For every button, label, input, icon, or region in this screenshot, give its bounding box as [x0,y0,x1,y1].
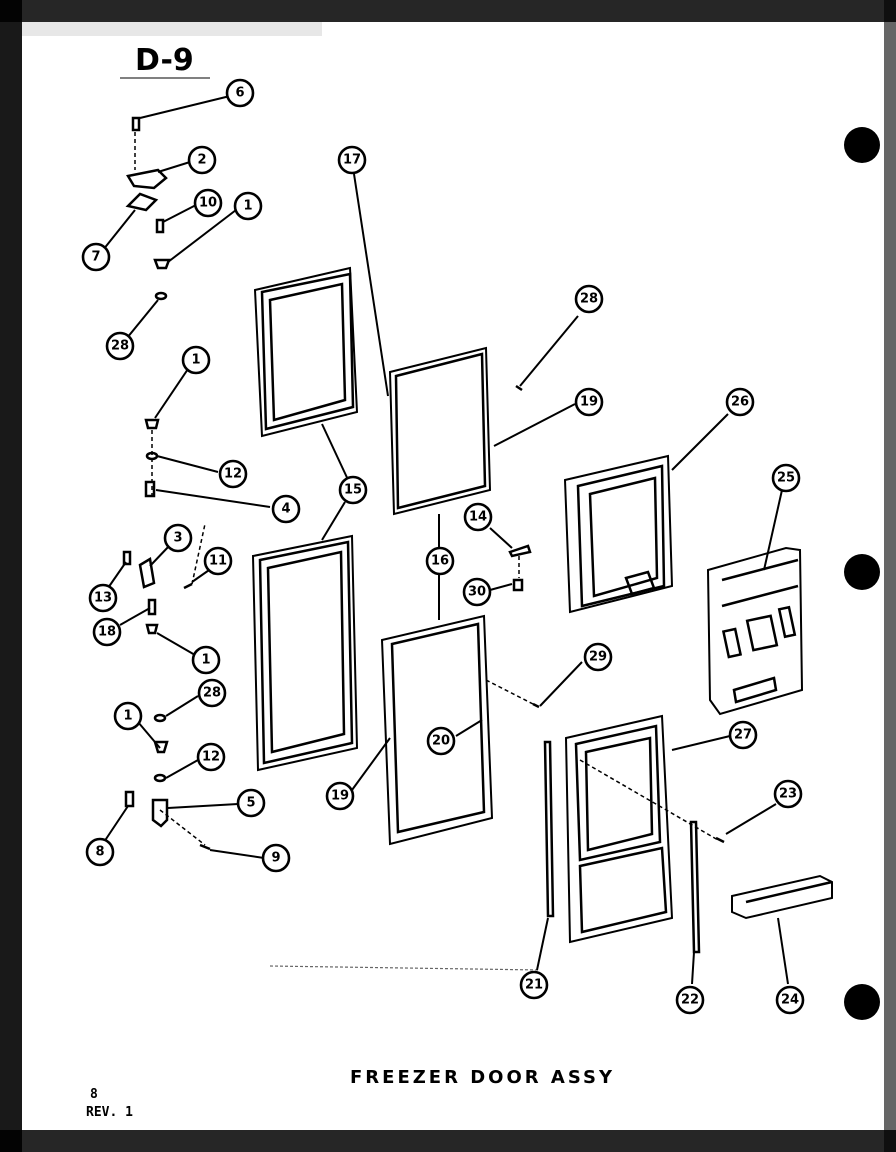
svg-text:23: 23 [779,787,797,802]
callout-13: 13 [88,583,118,613]
callout-9: 9 [261,843,291,873]
lower-door-frame [564,714,674,944]
svg-text:13: 13 [94,591,112,606]
callout-12-upper: 12 [218,459,248,489]
callout-1-lower-mid: 1 [191,645,221,675]
callout-7: 7 [81,242,111,272]
footer-page-number: 8 [90,1087,98,1102]
callout-11: 11 [203,546,233,576]
scan-artifact [269,965,541,971]
binder-hole-bottom [844,984,880,1020]
callout-3: 3 [163,523,193,553]
svg-text:28: 28 [203,686,221,701]
leader-lines [102,95,789,985]
svg-text:6: 6 [235,86,244,101]
svg-text:18: 18 [98,625,116,640]
gasket-upper [253,266,359,438]
gasket-lower [251,534,359,772]
svg-text:1: 1 [201,653,210,668]
callout-18: 18 [92,617,122,647]
callout-19-lower: 19 [325,781,355,811]
callout-16: 16 [425,546,455,576]
svg-text:29: 29 [589,650,607,665]
svg-text:28: 28 [580,292,598,307]
svg-text:28: 28 [111,339,129,354]
callout-10: 10 [193,188,223,218]
callout-28-right: 28 [574,284,604,314]
svg-text:2: 2 [197,153,206,168]
callout-6: 6 [225,78,255,108]
binder-hole-top [844,127,880,163]
svg-text:19: 19 [580,395,598,410]
svg-text:15: 15 [344,483,362,498]
svg-text:30: 30 [468,585,486,600]
binder-hole-middle [844,554,880,590]
callout-17: 17 [337,145,367,175]
svg-text:1: 1 [243,199,252,214]
callout-21: 21 [519,970,549,1000]
svg-text:20: 20 [432,734,450,749]
callout-22: 22 [675,985,705,1015]
callout-2: 2 [187,145,217,175]
callout-28-bottom: 28 [197,678,227,708]
svg-text:7: 7 [91,250,100,265]
svg-text:3: 3 [173,531,182,546]
callout-1-bottom: 1 [113,701,143,731]
callout-24: 24 [775,985,805,1015]
door-liner [563,454,674,614]
callout-1-upper-mid: 1 [181,345,211,375]
callout-28-top: 28 [105,331,135,361]
footer-revision: REV. 1 [86,1105,133,1120]
callout-1-top: 1 [233,191,263,221]
svg-text:11: 11 [209,554,227,569]
callout-20: 20 [426,726,456,756]
svg-text:9: 9 [271,851,280,866]
channel-24 [731,874,833,920]
callout-15: 15 [338,475,368,505]
svg-text:8: 8 [95,845,104,860]
callout-27: 27 [728,720,758,750]
door-panel-upper [388,346,492,516]
svg-text:12: 12 [224,467,242,482]
svg-text:17: 17 [343,153,361,168]
svg-text:22: 22 [681,993,699,1008]
callout-12-lower: 12 [196,742,226,772]
callout-8: 8 [85,837,115,867]
callout-23: 23 [773,779,803,809]
callout-25: 25 [771,463,801,493]
diagram-caption: FREEZER DOOR ASSY [350,1067,615,1088]
svg-text:27: 27 [734,728,752,743]
callout-4: 4 [271,494,301,524]
svg-text:1: 1 [123,709,132,724]
svg-text:5: 5 [246,796,255,811]
callout-19-upper: 19 [574,387,604,417]
svg-text:4: 4 [281,502,290,517]
svg-text:1: 1 [191,353,200,368]
callout-30: 30 [462,577,492,607]
svg-text:19: 19 [331,789,349,804]
dispenser-bracket [706,546,804,716]
callout-29: 29 [583,642,613,672]
svg-text:24: 24 [781,993,799,1008]
svg-text:16: 16 [431,554,449,569]
callout-26: 26 [725,387,755,417]
page-code: D-9 [135,43,194,78]
svg-text:25: 25 [777,471,795,486]
callout-5: 5 [236,788,266,818]
svg-text:10: 10 [199,196,217,211]
svg-text:26: 26 [731,395,749,410]
callout-14: 14 [463,502,493,532]
hinge-hardware [122,116,211,851]
svg-text:21: 21 [525,978,543,993]
svg-text:14: 14 [469,510,487,525]
svg-text:12: 12 [202,750,220,765]
